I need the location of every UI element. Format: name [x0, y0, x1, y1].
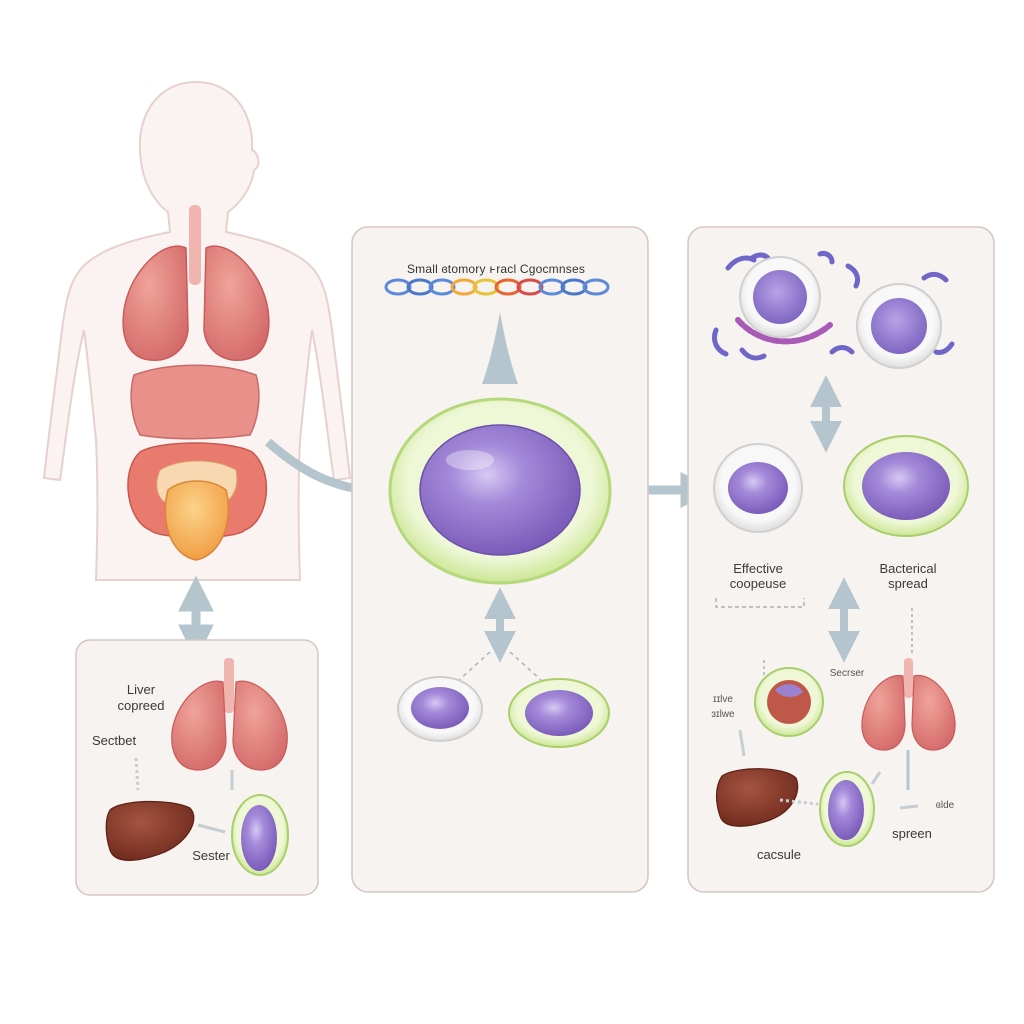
right-left-sub-label: ɜɪlwe [711, 709, 735, 720]
arrow-small [870, 771, 882, 785]
effective-label: Effective [733, 561, 783, 576]
liver-icon [105, 800, 195, 861]
arrow-small [738, 729, 746, 757]
dashed-connector [447, 651, 491, 691]
arrow-small [899, 804, 919, 810]
bacterial-chain-icon [384, 278, 610, 296]
bracket-effective [715, 598, 805, 608]
lungs-icon [122, 245, 270, 361]
lungs-right-icon [861, 675, 956, 751]
cell-effective-icon [713, 443, 803, 533]
capsule-label: cacsule [756, 847, 802, 862]
trachea-right-icon [904, 658, 913, 698]
cell-bacterial-spread-icon [843, 435, 969, 537]
left-side-label: Sectbet [92, 733, 137, 748]
chain-title-label: Small ɞtomory ͱracl Cgocmnses [406, 262, 586, 276]
arrow-small [134, 757, 140, 791]
bacterial-sub-label: spread [888, 576, 928, 591]
right-small-label: ɞlde [935, 800, 955, 811]
arrow-small [197, 823, 226, 834]
liver-sub-label: copreed [117, 698, 165, 713]
trachea-small-icon [224, 658, 234, 713]
spleen-capsule-icon [231, 794, 289, 876]
spleen-right-icon [819, 771, 875, 847]
stomach-icon [164, 480, 230, 561]
cell-top-left-icon [739, 256, 821, 338]
infection-site-icon [754, 667, 824, 737]
liver-diaphragm-icon [130, 364, 260, 440]
effective-sub-label: coopeuse [729, 576, 787, 591]
trachea-icon [189, 205, 201, 285]
spleen-label: spreen [892, 826, 932, 841]
dashed-connector [509, 651, 553, 691]
cell-grey-capsule-icon [397, 676, 483, 742]
arrow-up-center [482, 312, 518, 384]
arrow-small [779, 798, 819, 806]
lungs-small-icon [171, 680, 288, 771]
right-top-label: Secrser [829, 668, 865, 679]
bacterial-fragments-icon [711, 251, 955, 361]
right-left-label: ɪɪlve [713, 694, 733, 705]
bacterial-label: Bacterical [879, 561, 937, 576]
left-bottom-label: Sester [192, 848, 230, 863]
liver-label: Liver [126, 682, 156, 697]
human-silhouette-icon [42, 80, 352, 581]
liver-right-icon [715, 768, 799, 827]
bacterium-cell-icon [388, 397, 612, 585]
cell-top-right-icon [856, 283, 942, 369]
cell-green-capsule-icon [508, 678, 610, 748]
